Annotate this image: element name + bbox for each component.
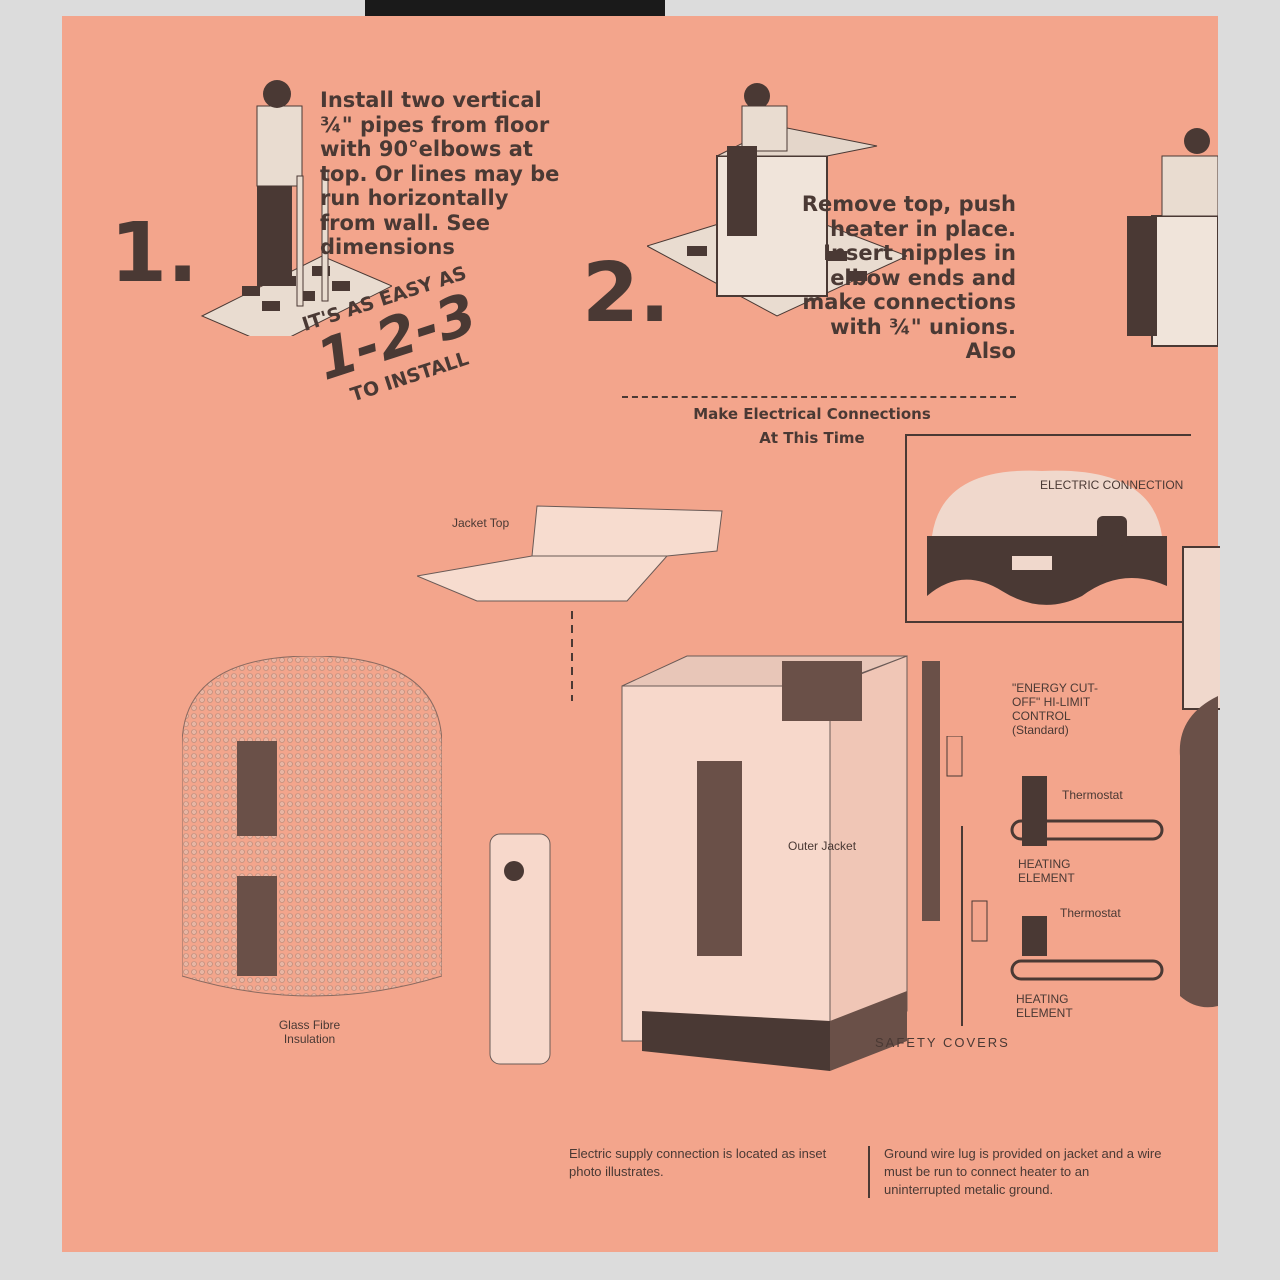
inset-photo-frame xyxy=(905,434,1191,623)
outer-jacket-drawing xyxy=(621,655,940,1071)
heating-element-label-2: HEATING ELEMENT xyxy=(1016,992,1073,1020)
caption-electric-supply: Electric supply connection is located as… xyxy=(569,1146,827,1179)
electrical-note: Make Electrical Connections At This Time xyxy=(662,402,962,450)
step2-text: Remove top, push heater in place. Insert… xyxy=(801,192,1016,363)
step2-illustration xyxy=(647,83,907,317)
thermostat-label-2: Thermostat xyxy=(1060,906,1121,920)
glass-fibre-label: Glass Fibre Insulation xyxy=(278,1018,341,1046)
electric-connection-label: ELECTRIC CONNECTION xyxy=(1040,478,1184,492)
step1-text: Install two vertical ¾" pipes from floor… xyxy=(320,88,560,259)
heating-element-label-1: HEATING ELEMENT xyxy=(1018,857,1075,885)
jacket-top-label: Jacket Top xyxy=(452,516,510,530)
energy-cutoff-label: "ENERGY CUT-OFF" HI-LIMIT CONTROL (Stand… xyxy=(1012,681,1099,737)
step1-illustration xyxy=(200,80,392,336)
dashed-divider xyxy=(622,396,1016,398)
caption-ground-wire: Ground wire lug is provided on jacket an… xyxy=(884,1146,1162,1197)
step2-number: 2. xyxy=(582,246,671,341)
thermostat-label-1: Thermostat xyxy=(1062,788,1123,802)
jacket-top-drawing xyxy=(417,505,723,701)
step1-number: 1. xyxy=(110,206,199,301)
tank-drawing xyxy=(1179,696,1218,1008)
outer-jacket-label: Outer Jacket xyxy=(788,839,857,853)
step3-illustration xyxy=(1127,128,1218,347)
electrical-note-line2: At This Time xyxy=(759,429,865,447)
inset-photo-2 xyxy=(1182,546,1220,710)
caption-divider xyxy=(868,1146,870,1198)
electrical-note-line1: Make Electrical Connections xyxy=(693,405,931,423)
thermostat-components xyxy=(946,736,1164,1026)
brochure-page: 1. Install two vertical ¾" pipes from fl… xyxy=(62,16,1220,1252)
scan-top-edge xyxy=(365,0,665,16)
glass-fibre-drawing xyxy=(182,656,442,997)
front-panel-drawing xyxy=(489,833,551,1065)
inset-photo xyxy=(927,470,1167,605)
safety-covers-label: SAFETY COVERS xyxy=(875,1035,1010,1050)
